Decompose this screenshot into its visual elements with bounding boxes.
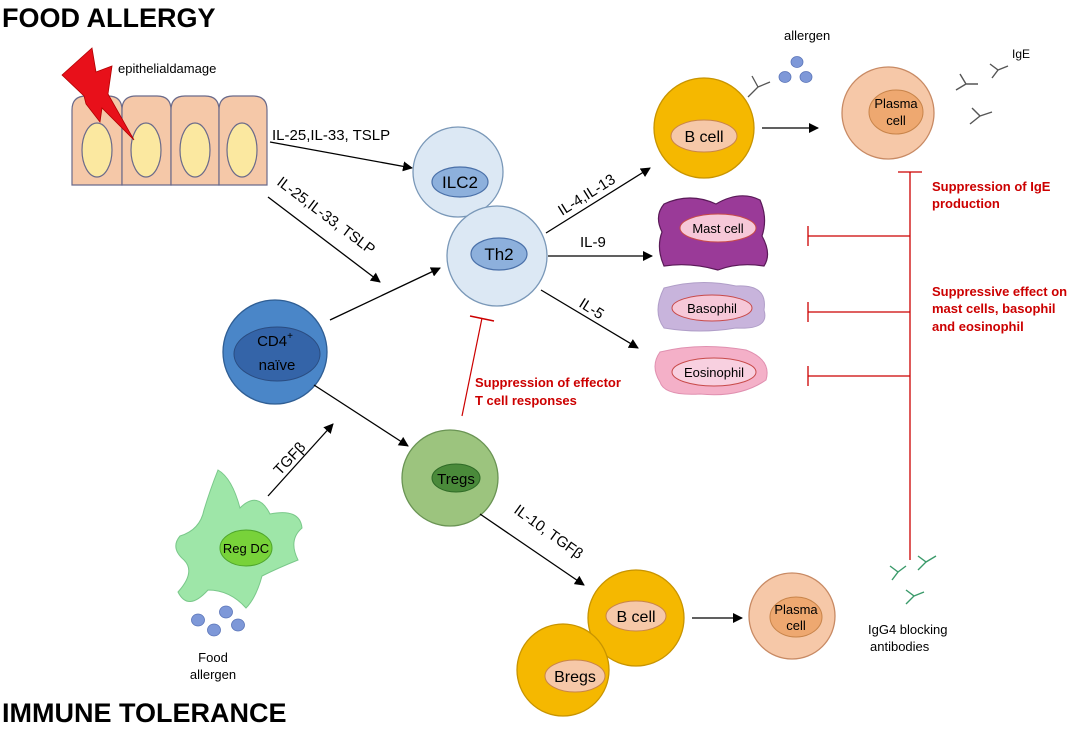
tregs-label: Tregs	[437, 471, 475, 488]
ige-suppression-line2: production	[932, 196, 1000, 211]
allergen-label: allergen	[784, 28, 830, 43]
b-cell-top-label: B cell	[684, 129, 723, 146]
b-cell-bottom: B cell	[587, 569, 685, 667]
eosinophil-label: Eosinophil	[684, 365, 744, 380]
th2-label: Th2	[484, 245, 513, 264]
cd4-superscript: +	[287, 331, 293, 342]
naive-label: naïve	[259, 357, 296, 374]
il25-label-2: IL-25,IL-33, TSLP	[274, 174, 379, 259]
plasma-cell-bottom: Plasma cell	[748, 572, 836, 660]
food-label: Food	[198, 650, 228, 665]
igg4-antibody-icons	[889, 555, 937, 605]
il4-label: IL-4,IL-13	[555, 171, 618, 219]
bregs-cell: Bregs	[516, 623, 610, 717]
suppression-bar-th2	[469, 315, 495, 322]
arrow-cd4-tregs	[313, 384, 409, 447]
allergen-particles	[778, 56, 813, 83]
il25-label-1: IL-25,IL-33, TSLP	[272, 127, 390, 144]
epithelial-damage-label: epithelialdamage	[118, 61, 216, 76]
plasma-bottom-label1: Plasma	[774, 602, 818, 617]
il9-label: IL-9	[580, 234, 606, 251]
epithelial-cell	[71, 95, 123, 186]
basophil-label: Basophil	[687, 301, 737, 316]
plasma-top-label2: cell	[886, 113, 906, 128]
ige-suppression-line1: Suppression of IgE	[932, 179, 1051, 194]
epithelium	[71, 95, 268, 186]
arrow-regdc-cd4	[267, 423, 334, 497]
food-allergen-particles	[191, 605, 245, 637]
tregs-cell: Tregs	[401, 429, 499, 527]
epithelial-cell	[170, 95, 220, 186]
arrow-th2-bcell	[545, 167, 651, 234]
bregs-label: Bregs	[554, 669, 596, 686]
cell-suppression-line2: mast cells, basophil	[932, 301, 1056, 316]
arrow-tregs-bcell	[479, 513, 585, 586]
suppression-network	[807, 171, 922, 560]
immune-tolerance-heading: IMMUNE TOLERANCE	[2, 698, 287, 728]
arrow-th2-eosinophil	[540, 289, 639, 349]
tgfb-label: TGFβ	[270, 439, 309, 479]
igg4-label2: antibodies	[870, 639, 930, 654]
cd4-text: CD4	[257, 333, 287, 350]
cell-suppression-line1: Suppressive effect on	[932, 284, 1067, 299]
th2-cell: Th2	[446, 205, 548, 307]
cd4-label: CD4+	[257, 331, 293, 350]
ige-antibody-icons	[955, 63, 1009, 125]
arrow-epithelium-cd4	[267, 196, 381, 283]
arrow-epithelium-ilc2	[269, 141, 413, 172]
reg-dc-label: Reg DC	[223, 541, 269, 556]
arrow-cd4-th2	[329, 267, 441, 321]
plasma-bottom-label2: cell	[786, 618, 806, 633]
reg-dc-cell: Reg DC	[175, 469, 303, 609]
receptor-icon	[747, 75, 771, 98]
b-cell-bottom-label: B cell	[616, 609, 655, 626]
igg4-label1: IgG4 blocking	[868, 622, 948, 637]
effector-suppression-line1: Suppression of effector	[475, 375, 621, 390]
epithelial-cell	[218, 95, 268, 186]
ilc2-cell: ILC2	[412, 126, 504, 218]
cd4-naive-cell: CD4+ naïve	[222, 299, 328, 405]
mast-cell: Mast cell	[657, 195, 769, 271]
eosinophil-cell: Eosinophil	[654, 345, 768, 396]
ige-label: IgE	[1012, 47, 1030, 61]
cell-suppression-line3: and eosinophil	[932, 319, 1024, 334]
epithelial-cell	[121, 95, 172, 186]
effector-suppression-line2: T cell responses	[475, 393, 577, 408]
il10-label: IL-10, TGFβ	[511, 501, 587, 563]
lightning-bolt-icon	[61, 47, 135, 141]
b-cell-top: B cell	[653, 75, 771, 179]
suppression-line-tregs-th2	[461, 317, 483, 417]
il5-label: IL-5	[576, 295, 607, 323]
mast-cell-label: Mast cell	[692, 221, 743, 236]
ilc2-label: ILC2	[442, 173, 478, 192]
plasma-cell-top: Plasma cell	[841, 66, 935, 160]
food-allergy-heading: FOOD ALLERGY	[2, 3, 216, 33]
food-allergen-label: allergen	[190, 667, 236, 682]
plasma-top-label1: Plasma	[874, 96, 918, 111]
basophil-cell: Basophil	[657, 281, 766, 332]
